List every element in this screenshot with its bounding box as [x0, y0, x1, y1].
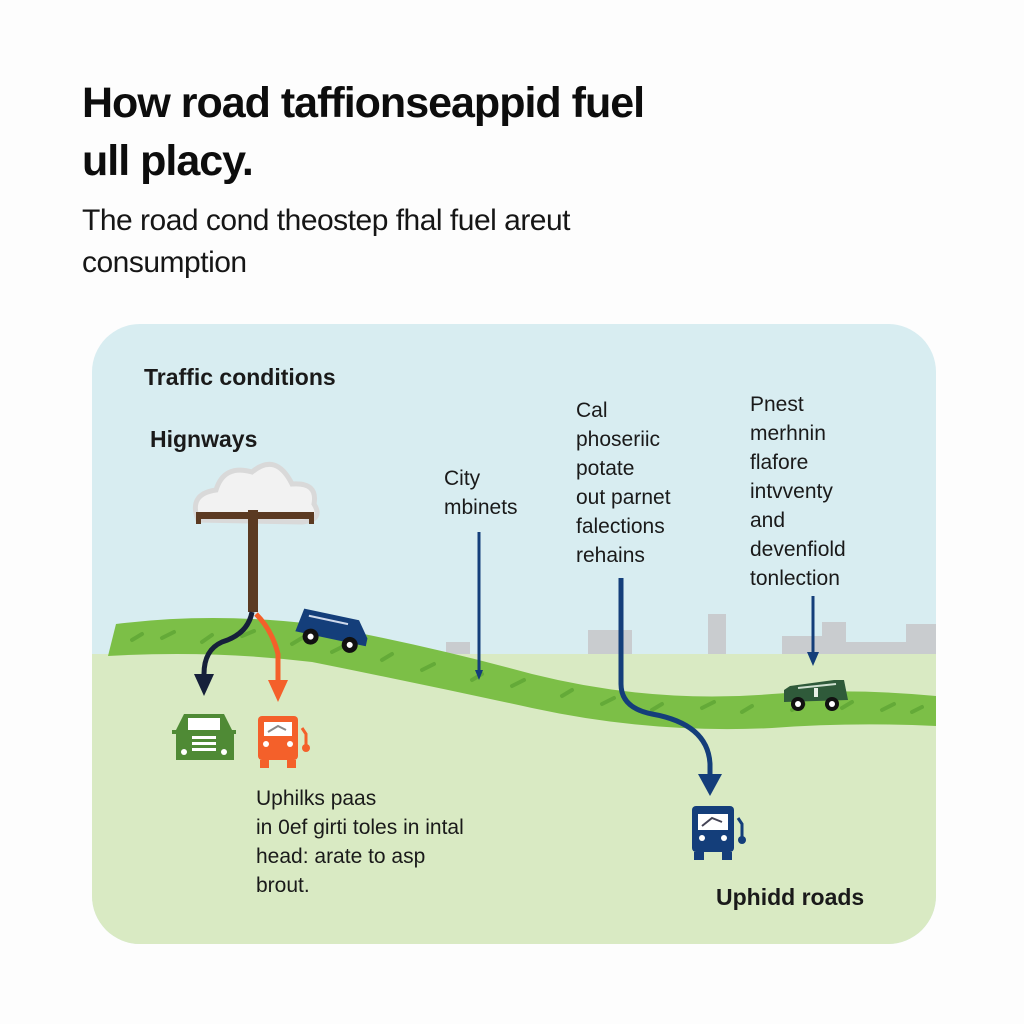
- navy-fuel-truck-icon: [692, 806, 746, 860]
- cloud-icon: [192, 461, 320, 525]
- label-uphidd-roads: Uphidd roads: [716, 884, 865, 910]
- green-car-icon: [172, 714, 236, 760]
- arrow-to-navy-truck: [618, 578, 713, 776]
- label-cal-block: Cal phoseriic potate out parnet falectio…: [576, 399, 671, 567]
- grass-hill: [108, 618, 936, 730]
- arrow-to-car: [201, 611, 255, 675]
- orange-fuel-truck-icon: [258, 716, 310, 768]
- page-title: How road taffionseappid fuel ull placy.: [82, 79, 645, 185]
- label-city: City mbinets: [444, 467, 518, 519]
- page-subtitle: The road cond theostep fhal fuel areut c…: [82, 204, 571, 279]
- blue-suv-icon: [295, 608, 368, 653]
- arrow-to-fuel-truck: [254, 612, 281, 680]
- label-highways: Hignways: [150, 426, 258, 452]
- label-uphilks-block: Uphilks paas in 0ef girti toles in intal…: [256, 787, 464, 897]
- dark-green-suv-icon: [784, 680, 848, 711]
- label-pnest-block: Pnest merhnin flafore intvventy and deve…: [750, 393, 846, 590]
- diagram-scene: [92, 461, 936, 944]
- utility-pole-icon: [196, 510, 314, 612]
- diagram-panel: Traffic conditions Hignways City mbinets…: [92, 324, 936, 944]
- section-title-traffic-conditions: Traffic conditions: [144, 364, 336, 390]
